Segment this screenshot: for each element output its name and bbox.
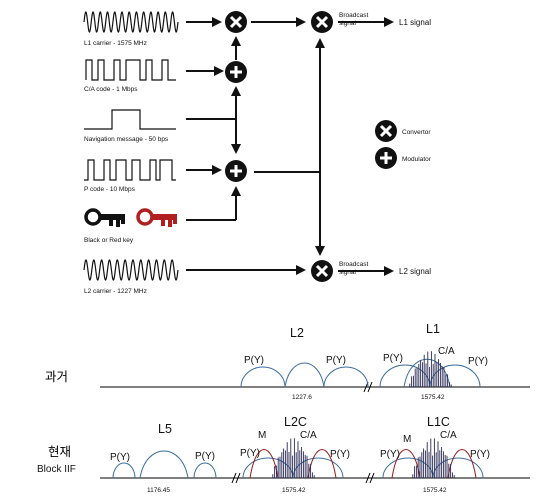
row-label-block-iif: Block IIF <box>37 464 76 475</box>
l1-carrier-label: L1 carrier - 1575 MHz <box>84 40 147 47</box>
past-l1-py-left: P(Y) <box>383 353 403 364</box>
past-l1-ca: C/A <box>438 346 455 357</box>
spectrum-past: 과거 P(Y) P(Y) L2 1227.6 P(Y) C/A P(Y) L1 … <box>45 322 530 401</box>
past-l2-py-left: P(Y) <box>244 355 264 366</box>
row-label-past: 과거 <box>45 369 68 384</box>
spectrum-present: 현재 Block IIF P(Y) P(Y) L5 1176.45 M C/A … <box>37 415 530 494</box>
present-l2c-m: M <box>258 430 266 441</box>
ca-code-label: C/A code - 1 Mbps <box>84 86 138 93</box>
present-l1c-spikes <box>412 438 455 478</box>
present-l2c-freq: 1575.42 <box>282 487 306 494</box>
past-l1-freq: 1575.42 <box>421 394 445 401</box>
present-l2c-ca: C/A <box>300 430 317 441</box>
modulator-legend-label: Modulator <box>402 156 432 163</box>
broadcast-signal-l1-label: Broadcast signal <box>339 12 370 27</box>
signal-arrows <box>186 17 394 276</box>
red-key-icon <box>136 208 177 227</box>
present-l2c-py-left: P(Y) <box>240 448 260 459</box>
present-l1c-freq: 1575.42 <box>423 487 447 494</box>
past-l2-py-right: P(Y) <box>326 355 346 366</box>
past-l1-py-right: P(Y) <box>468 356 488 367</box>
present-l5-py-right: P(Y) <box>195 451 215 462</box>
key-label: Black or Red key <box>84 237 134 244</box>
present-l5-freq: 1176.45 <box>147 487 170 494</box>
past-l1-name: L1 <box>426 322 440 336</box>
past-l1-ca-spikes <box>409 351 452 387</box>
l1-signal-label: L1 signal <box>399 18 431 27</box>
present-l2c-name: L2C <box>284 415 307 429</box>
past-l2-name: L2 <box>290 326 304 340</box>
nav-message-label: Navigation message - 50 bps <box>84 136 169 143</box>
modulator-legend-icon <box>375 147 397 169</box>
nav-message-waveform <box>84 109 176 130</box>
convertor-icon <box>311 11 333 33</box>
p-code-label: P code - 10 Mbps <box>84 186 136 193</box>
convertor-icon <box>311 260 333 282</box>
present-l1c-py-left: P(Y) <box>380 449 400 460</box>
convertor-legend-label: Convertor <box>402 129 431 136</box>
present-l2c-py-right: P(Y) <box>330 449 350 460</box>
past-l2-freq: 1227.6 <box>292 394 312 401</box>
p-code-waveform <box>84 159 176 181</box>
present-l1c-py-right: P(Y) <box>470 449 490 460</box>
row-label-present: 현재 <box>48 444 71 459</box>
present-l1c-m: M <box>403 434 411 445</box>
present-l2c-spikes <box>272 438 315 478</box>
present-l5-name: L5 <box>158 422 172 436</box>
modulator-icon <box>225 160 247 182</box>
present-l1c-ca: C/A <box>440 430 457 441</box>
present-l1c-name: L1C <box>427 415 450 429</box>
l1-carrier-waveform <box>83 11 179 33</box>
black-key-icon <box>84 208 125 227</box>
broadcast-signal-l2-label: Broadcast signal <box>339 261 370 276</box>
modulator-icon <box>225 61 247 83</box>
l2-signal-label: L2 signal <box>399 267 431 276</box>
ca-code-waveform <box>85 59 176 81</box>
l2-carrier-label: L2 carrier - 1227 MHz <box>84 288 147 295</box>
legend: Convertor Modulator <box>375 120 432 169</box>
convertor-legend-icon <box>375 120 397 142</box>
present-l5-py-left: P(Y) <box>110 452 130 463</box>
convertor-icon <box>225 11 247 33</box>
l2-carrier-waveform <box>83 259 179 281</box>
